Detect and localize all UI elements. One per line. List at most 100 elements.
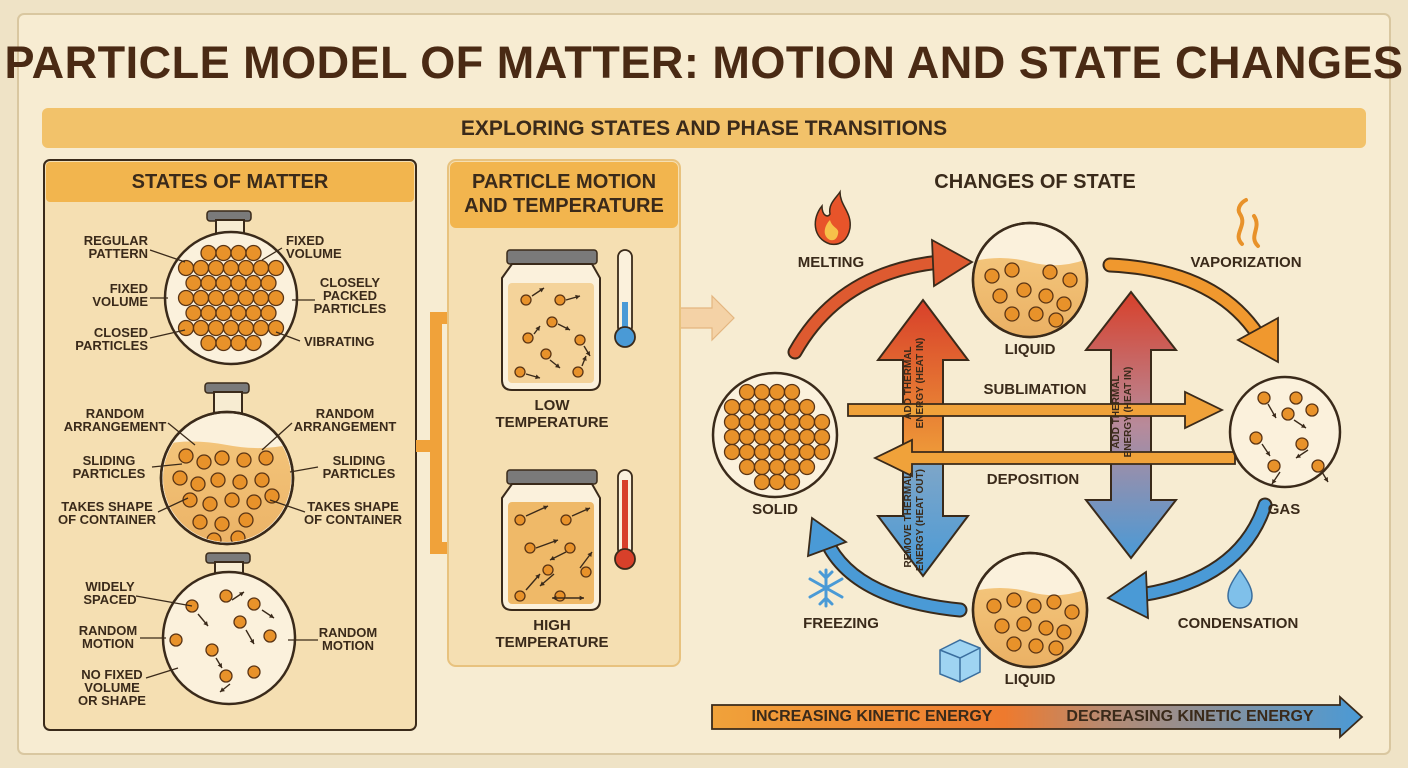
particle (169, 633, 183, 647)
label-condensation: CONDENSATION (1177, 615, 1299, 632)
particle (522, 332, 534, 344)
particle (1048, 640, 1064, 656)
motion-arrowhead (553, 539, 558, 544)
particle (190, 476, 206, 492)
motion-arrowhead (587, 552, 592, 557)
particle (178, 448, 194, 464)
label-remove-heat-left: REMOVE THERMAL ENERGY (HEAT OUT) (903, 469, 926, 571)
particle (238, 512, 254, 528)
liquid-top-circle (971, 221, 1089, 339)
particle (783, 458, 801, 476)
particle (200, 274, 217, 292)
particle (192, 289, 210, 307)
motion-arrowhead (1296, 453, 1301, 458)
particle (753, 413, 771, 431)
subtitle-ribbon (42, 108, 1366, 148)
particle (236, 452, 252, 468)
particle (738, 428, 756, 446)
particle (246, 494, 262, 510)
snowflake-icon (808, 568, 844, 608)
particle (1042, 264, 1058, 280)
particle (214, 450, 230, 466)
deposition-arrow (872, 438, 1236, 478)
main-title: PARTICLE MODEL OF MATTER: MOTION AND STA… (4, 37, 1404, 88)
label-closed-particles: CLOSED PARTICLES (75, 325, 148, 353)
particle (753, 458, 771, 476)
particle (1257, 391, 1271, 405)
particle (192, 259, 210, 277)
kinetic-energy-bar (711, 694, 1364, 740)
particle (798, 428, 816, 446)
particle (798, 413, 816, 431)
motion-arrowhead (585, 507, 590, 512)
particle (202, 496, 218, 512)
particle (1249, 431, 1263, 445)
particle (580, 566, 592, 578)
motion-arrowhead (555, 363, 560, 368)
high-temp-jar (501, 469, 601, 611)
particle (1062, 272, 1078, 288)
label-liquid-top: LIQUID (1004, 341, 1056, 358)
particle (723, 428, 741, 446)
particle (524, 542, 536, 554)
melting-arrow (787, 238, 974, 360)
particle (252, 319, 270, 337)
liquid-bottom-circle (971, 551, 1089, 669)
particle (738, 413, 756, 431)
particle (1311, 459, 1325, 473)
particle (222, 289, 240, 307)
particle (1305, 403, 1319, 417)
particle (768, 398, 786, 416)
particle (230, 334, 247, 352)
particle (1056, 296, 1072, 312)
motion-arrowhead (565, 325, 570, 331)
particle (768, 413, 786, 431)
motion-arrowhead (217, 663, 222, 668)
particle (540, 348, 552, 360)
particle (546, 316, 558, 328)
particle (247, 665, 261, 679)
motion-arrowhead (1301, 423, 1306, 428)
particle (723, 443, 741, 461)
particle (1289, 391, 1303, 405)
particle (196, 454, 212, 470)
particle (260, 304, 277, 322)
gas-state-circle (1228, 375, 1342, 489)
particle (1026, 598, 1042, 614)
ice-cube-icon (939, 639, 981, 683)
particle (1295, 437, 1309, 451)
particle (514, 590, 526, 602)
particle (994, 618, 1010, 634)
particle (1016, 616, 1032, 632)
particle (222, 259, 240, 277)
changes-title: CHANGES OF STATE (934, 171, 1136, 193)
motion-arrowhead (535, 326, 540, 331)
water-drop-icon (1227, 568, 1253, 609)
particle (813, 443, 831, 461)
particle (267, 319, 285, 337)
particle (267, 259, 285, 277)
label-takes-shape-left: TAKES SHAPE OF CONTAINER (58, 499, 156, 527)
solid-state-circle (711, 371, 839, 499)
particle (1048, 312, 1064, 328)
particle (572, 366, 584, 378)
particle (254, 472, 270, 488)
label-random-arrangement-left: RANDOM ARRANGEMENT (63, 406, 167, 434)
label-add-heat-left: ADD THERMAL ENERGY (HEAT IN) (903, 337, 926, 429)
particle (215, 304, 232, 322)
particle (753, 398, 771, 416)
particle (237, 259, 255, 277)
liquid-flask (159, 382, 295, 546)
label-liquid-bottom: LIQUID (1004, 671, 1056, 688)
label-random-motion-right: RANDOM MOTION (318, 625, 378, 653)
particle (192, 514, 208, 530)
label-regular-pattern: REGULAR PATTERN (83, 233, 148, 261)
particle (233, 615, 247, 629)
freezing-arrow (806, 516, 968, 618)
particle (207, 319, 225, 337)
motion-arrowhead (552, 595, 557, 601)
particle (205, 643, 219, 657)
particle (230, 244, 247, 262)
particle (1281, 407, 1295, 421)
